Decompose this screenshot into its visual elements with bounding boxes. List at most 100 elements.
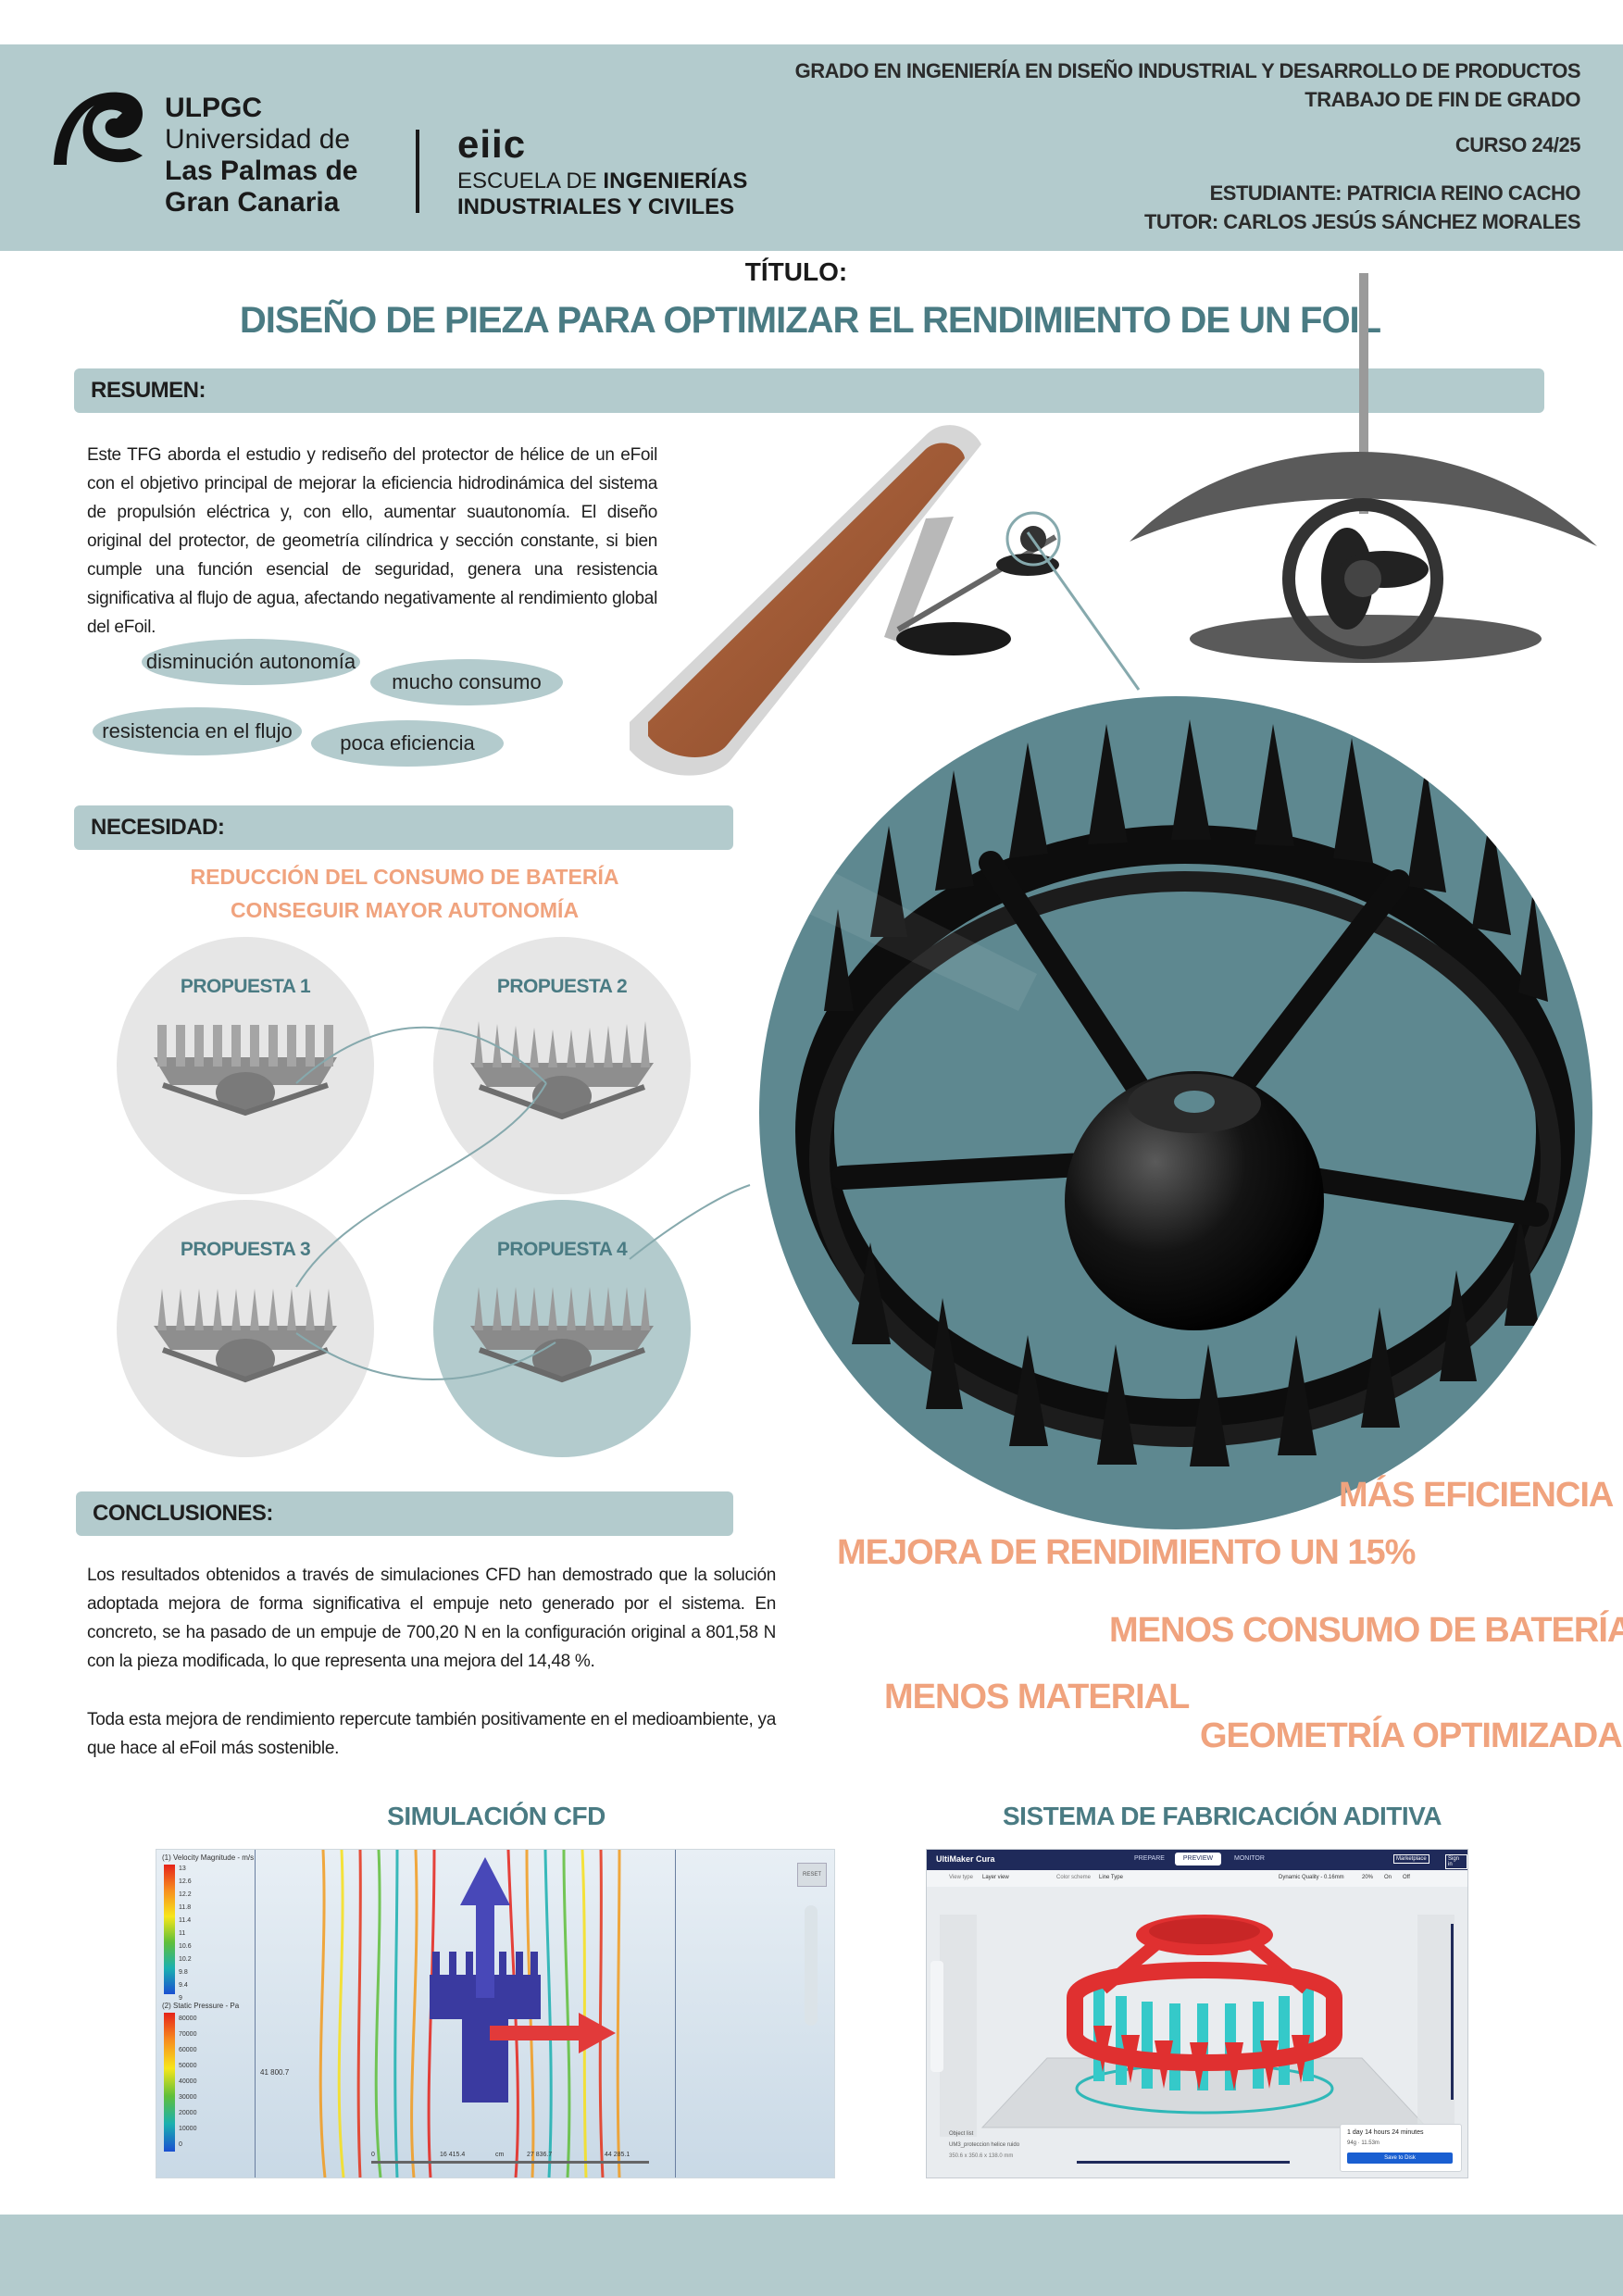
proposal-3-label: PROPUESTA 3 bbox=[180, 1239, 311, 1260]
proposal-4-render bbox=[470, 1287, 654, 1383]
cfd-legend1-value: 12.2 bbox=[179, 1891, 192, 1898]
need-line2: CONSEGUIR MAYOR AUTONOMÍA bbox=[230, 898, 580, 922]
cfd-legend1-value: 13 bbox=[179, 1866, 186, 1872]
cfd-side-label: 41 800.7 bbox=[260, 2068, 290, 2077]
cfd-toolbar[interactable] bbox=[805, 1905, 818, 2026]
cura-tab-monitor[interactable]: MONITOR bbox=[1234, 1855, 1265, 1862]
cura-marketplace-button[interactable]: Marketplace bbox=[1393, 1854, 1429, 1864]
cfd-legend1-value: 12.6 bbox=[179, 1878, 192, 1885]
tag-poca-eficiencia: poca eficiencia bbox=[311, 720, 504, 767]
cura-path-slider[interactable] bbox=[1077, 2161, 1290, 2164]
cura-adhesion[interactable]: Off bbox=[1403, 1875, 1410, 1880]
proposal-2-label: PROPUESTA 2 bbox=[496, 976, 628, 997]
student-name: ESTUDIANTE: PATRICIA REINO CACHO bbox=[1209, 181, 1581, 205]
cfd-axis-line bbox=[371, 2161, 649, 2164]
tag-mucho-consumo: mucho consumo bbox=[370, 659, 563, 705]
cura-material: 94g · 11.53m bbox=[1347, 2140, 1380, 2146]
need-line1: REDUCCIÓN DEL CONSUMO DE BATERÍA bbox=[190, 865, 619, 889]
cura-object-list[interactable]: Object list bbox=[949, 2131, 974, 2137]
course: CURSO 24/25 bbox=[1454, 133, 1581, 156]
cfd-domain-line-left bbox=[255, 1850, 256, 2177]
conclusions-heading-bar: CONCLUSIONES: bbox=[76, 1491, 733, 1536]
conclusions-para2: Toda esta mejora de rendimiento repercut… bbox=[87, 1710, 776, 1758]
additive-heading: SISTEMA DE FABRICACIÓN ADITIVA bbox=[1003, 1802, 1442, 1830]
propeller-guard-render bbox=[1130, 273, 1597, 663]
school-logo: eiic bbox=[457, 122, 527, 166]
proposal-1-render bbox=[154, 1025, 337, 1117]
cfd-axis-unit: cm bbox=[495, 2152, 505, 2158]
cura-print-panel bbox=[1340, 2124, 1462, 2172]
cfd-legend1-value: 9.8 bbox=[179, 1969, 188, 1976]
cfd-legend1-title: (1) Velocity Magnitude - m/s bbox=[162, 1853, 255, 1862]
cfd-legend2-value: 0 bbox=[179, 2141, 182, 2148]
cura-tool-column[interactable] bbox=[930, 1961, 943, 2072]
final-design-render bbox=[759, 719, 1575, 1466]
cfd-legend1-value: 11.8 bbox=[179, 1904, 192, 1911]
connector-line bbox=[1026, 531, 1141, 691]
cfd-legend1-value: 9.4 bbox=[179, 1982, 188, 1989]
proposal-3-render bbox=[154, 1289, 337, 1383]
title-label: TÍTULO: bbox=[744, 257, 848, 286]
footer-band bbox=[0, 2215, 1623, 2296]
proposal-1: PROPUESTA 1 bbox=[117, 937, 374, 1194]
summary-heading: RESUMEN: bbox=[91, 378, 206, 403]
header-divider bbox=[416, 130, 419, 213]
need-heading-bar: NECESIDAD: bbox=[74, 805, 733, 850]
cfd-legend2-value: 40000 bbox=[179, 2078, 197, 2085]
university-line3: Gran Canaria bbox=[165, 187, 340, 218]
cfd-legend1-value: 11 bbox=[179, 1930, 186, 1937]
cfd-legend1-value: 9 bbox=[179, 1995, 182, 2002]
proposal-2-render bbox=[470, 1021, 654, 1120]
degree-name: GRADO EN INGENIERÍA EN DISEÑO INDUSTRIAL… bbox=[794, 59, 1581, 82]
cura-support[interactable]: On bbox=[1384, 1875, 1392, 1880]
cfd-legend2-value: 20000 bbox=[179, 2110, 197, 2116]
cura-save-button[interactable]: Save to Disk bbox=[1347, 2152, 1453, 2164]
proposal-connector-curves bbox=[295, 1026, 751, 1380]
cfd-reset-button[interactable]: RESET bbox=[797, 1863, 827, 1887]
tag-disminucion-autonomia: disminución autonomía bbox=[142, 639, 360, 685]
cura-tab-prepare[interactable]: PREPARE bbox=[1134, 1855, 1165, 1862]
summary-heading-bar: RESUMEN: bbox=[74, 368, 1544, 413]
header-band: ULPGC Universidad de Las Palmas de Gran … bbox=[0, 44, 1623, 251]
university-short: ULPGC bbox=[165, 93, 262, 123]
cura-color-scheme-select[interactable]: Line Type bbox=[1099, 1875, 1123, 1880]
summary-text: Este TFG aborda el estudio y rediseño de… bbox=[87, 445, 657, 637]
cfd-legend1-values: 13 12.6 12.2 11.8 11.4 11 10.6 10.2 9.8 9.4 9 bbox=[179, 1863, 192, 2005]
cfd-legend2-bar bbox=[164, 2013, 175, 2152]
cfd-legend1-value: 10.2 bbox=[179, 1956, 192, 1963]
cfd-legend2-value: 50000 bbox=[179, 2063, 197, 2069]
benefit-2: MEJORA DE RENDIMIENTO UN 15% bbox=[837, 1533, 1416, 1572]
cura-dims: 350.6 x 350.6 x 138.0 mm bbox=[949, 2153, 1014, 2159]
cfd-legend2-value: 70000 bbox=[179, 2031, 197, 2038]
cura-quality[interactable]: Dynamic Quality - 0.16mm bbox=[1279, 1875, 1344, 1880]
cura-infill[interactable]: 20% bbox=[1362, 1875, 1374, 1880]
cura-signin-button[interactable]: Sign in bbox=[1445, 1854, 1467, 1869]
cfd-legend1-bar bbox=[164, 1865, 175, 1994]
efoil-board-illustration bbox=[630, 425, 1061, 776]
benefit-4: MENOS MATERIAL bbox=[884, 1678, 1190, 1716]
tag-resistencia-flujo: resistencia en el flujo bbox=[93, 707, 302, 755]
proposal-4-label: PROPUESTA 4 bbox=[496, 1239, 628, 1260]
proposal-3: PROPUESTA 3 bbox=[117, 1200, 374, 1457]
need-heading: NECESIDAD: bbox=[91, 815, 225, 840]
cura-screenshot: UltiMaker Cura PREPARE PREVIEW MONITOR M… bbox=[926, 1849, 1468, 2178]
cfd-legend1-value: 10.6 bbox=[179, 1943, 192, 1950]
cura-view-type-select[interactable]: Layer view bbox=[982, 1875, 1009, 1880]
cura-view-type-label: View type bbox=[949, 1875, 973, 1880]
cfd-legend2-value: 10000 bbox=[179, 2126, 197, 2132]
cfd-legend1-value: 11.4 bbox=[179, 1917, 192, 1924]
cfd-flow-render bbox=[318, 1850, 621, 2177]
benefit-3: MENOS CONSUMO DE BATERÍA bbox=[1109, 1611, 1623, 1650]
cfd-legend2-value: 30000 bbox=[179, 2094, 197, 2101]
cura-print-time: 1 day 14 hours 24 minutes bbox=[1347, 2129, 1424, 2136]
cura-layer-slider[interactable] bbox=[1451, 1924, 1454, 2100]
school-line1: ESCUELA DE INGENIERÍAS bbox=[457, 168, 748, 193]
cfd-axis-2: 27 836.7 bbox=[527, 2152, 553, 2158]
cura-tab-preview[interactable]: PREVIEW bbox=[1175, 1853, 1221, 1866]
university-line1: Universidad de bbox=[165, 124, 351, 155]
university-line2: Las Palmas de bbox=[165, 156, 358, 186]
cfd-legend2-value: 60000 bbox=[179, 2047, 197, 2053]
cura-color-scheme-label: Color scheme bbox=[1056, 1875, 1092, 1880]
